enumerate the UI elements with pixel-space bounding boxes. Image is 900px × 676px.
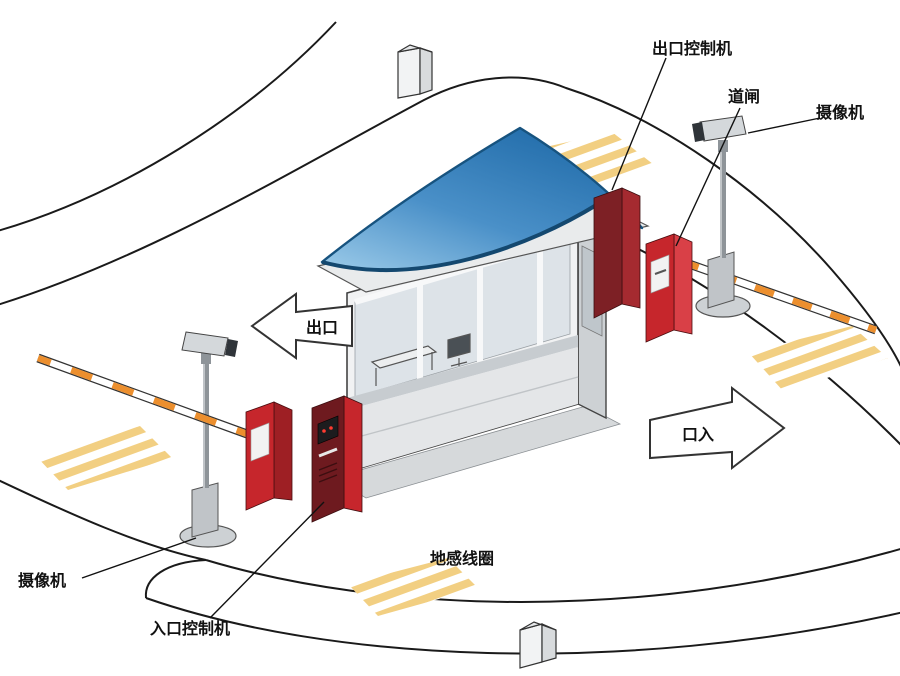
post-top-front <box>397 47 421 99</box>
entry-kiosk-side <box>343 395 363 513</box>
ground-loop-left <box>36 426 172 490</box>
camera-left <box>179 331 238 548</box>
camera-right-lens <box>692 122 705 142</box>
exit-arrow: 出口 <box>250 292 353 360</box>
barrier-cabinet-left-side <box>273 401 293 501</box>
leader-camera-right <box>747 117 821 134</box>
post-top-top <box>397 44 433 53</box>
exit-machine-front <box>593 187 623 319</box>
camera-left-bracket <box>201 352 211 364</box>
exit-arrow-label: 出口 <box>306 318 338 337</box>
leader-lines <box>81 57 821 619</box>
leader-entry-controller <box>209 501 325 619</box>
entry-kiosk-led <box>322 429 326 433</box>
label-camera-left: 摄像机 <box>18 571 66 590</box>
entry-kiosk-grill <box>318 474 338 483</box>
road-edge-bottom-outer <box>145 597 900 655</box>
road-edge-bottom-inner <box>205 548 900 603</box>
label-ground-loop: 地感线圈 <box>430 549 494 568</box>
road-edge-top-left-outer <box>0 21 337 232</box>
exit-machine-side <box>621 187 641 309</box>
booth-sill-band <box>347 335 578 410</box>
booth-monitor <box>447 333 471 359</box>
text-labels: 出口控制机 道闸 摄像机 地感线圈 摄像机 入口控制机 <box>18 39 864 638</box>
post-bottom <box>519 621 557 669</box>
entrance-arrow-label: 口入 <box>682 426 714 444</box>
entry-kiosk-screen <box>317 415 339 445</box>
entrance-arrow: 口入 <box>649 385 786 471</box>
camera-left-lens <box>225 339 238 357</box>
canopy-front-edge <box>321 202 600 273</box>
barrier-left <box>36 353 293 511</box>
entrance-arrow-shape <box>649 385 786 471</box>
entry-kiosk-front <box>311 395 345 523</box>
entry-kiosk-grill <box>318 462 338 471</box>
ground-loop-bottom <box>348 558 478 616</box>
road-edge-left-island <box>0 479 207 561</box>
camera-left-pedestal <box>191 482 219 538</box>
label-exit-controller: 出口控制机 <box>652 39 732 58</box>
post-top <box>397 44 433 99</box>
camera-right-pedestal <box>707 251 735 309</box>
barrier-arm-left-stripes <box>36 354 249 438</box>
exit-arrow-shape <box>250 292 353 360</box>
barrier-cabinet-left-plate <box>250 422 270 462</box>
leader-barrier-gate <box>675 107 741 247</box>
post-top-side <box>419 47 433 95</box>
camera-right-housing <box>699 115 747 142</box>
barrier-cabinet-right-plate <box>650 254 670 294</box>
booth-window-mullions <box>354 236 571 380</box>
camera-left-housing <box>181 331 229 357</box>
post-bottom-top <box>519 621 557 631</box>
entry-kiosk-led <box>329 426 333 430</box>
entry-controller-machine <box>311 395 363 523</box>
post-bottom-front <box>519 623 543 669</box>
leader-exit-controller <box>611 57 667 191</box>
road-edge-top-inner <box>0 76 900 367</box>
booth-lower-panel <box>347 347 578 472</box>
canopy <box>320 126 644 273</box>
label-barrier-gate: 道闸 <box>728 87 760 106</box>
booth-monitor-base <box>450 361 468 367</box>
label-entry-controller: 入口控制机 <box>150 619 230 638</box>
ground-loop-right <box>748 326 888 392</box>
booth-panel-groove <box>346 376 579 441</box>
barrier-cabinet-right-side <box>673 233 693 335</box>
exit-controller-machine <box>593 187 641 319</box>
entry-kiosk-ticket-slot <box>318 447 338 458</box>
road-edge-cap <box>144 559 207 599</box>
barrier-cabinet-right-slot <box>654 269 667 275</box>
entry-kiosk-grill <box>318 468 338 477</box>
label-camera-right: 摄像机 <box>816 103 864 122</box>
leader-camera-left <box>81 537 197 579</box>
